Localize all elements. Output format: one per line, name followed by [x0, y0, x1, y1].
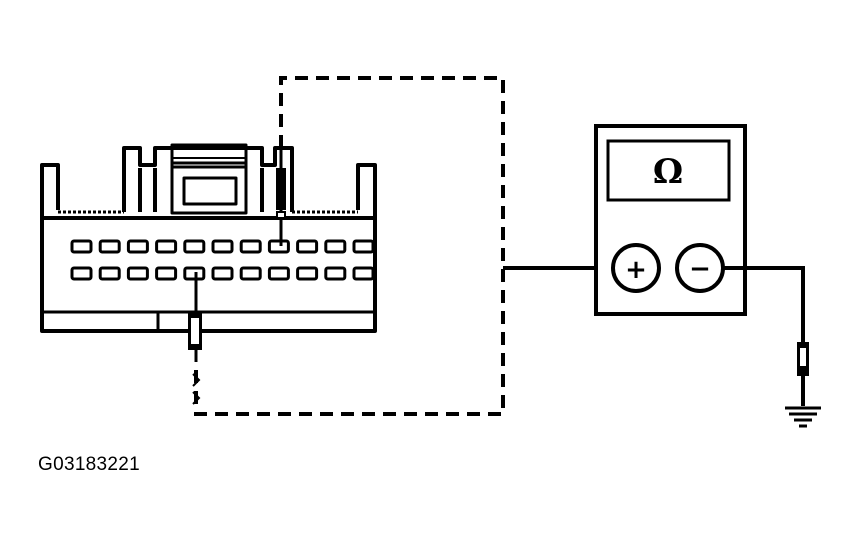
- pin-cavity: [352, 239, 375, 254]
- connector-left-tab: [40, 163, 60, 218]
- pin-cavity: [296, 239, 319, 254]
- pin-cavity: [324, 266, 347, 281]
- pin-cavity: [352, 266, 375, 281]
- pin-cavity: [267, 239, 290, 254]
- pin-cavity: [211, 266, 234, 281]
- ground-icon: [785, 406, 821, 428]
- connector-latch-housing: [122, 146, 294, 212]
- pin-cavity: [70, 266, 93, 281]
- pin-cavity: [126, 239, 149, 254]
- positive-terminal: [611, 243, 661, 293]
- ohmmeter: Ω + −: [594, 124, 747, 316]
- ohm-symbol: Ω: [653, 152, 683, 192]
- pin-cavity: [324, 239, 347, 254]
- pin-cavity: [155, 266, 178, 281]
- figure-id-label: G03183221: [38, 454, 141, 475]
- pin-cavity: [267, 266, 290, 281]
- ohmmeter-display: [606, 139, 731, 202]
- positive-terminal-label: +: [625, 255, 647, 285]
- pin-cavity: [126, 266, 149, 281]
- pin-cavity: [239, 266, 262, 281]
- test-lead-dashed-lower: [194, 268, 505, 416]
- connector-body: [40, 216, 377, 333]
- pin-cavity: [183, 266, 206, 281]
- pin-cavity: [296, 266, 319, 281]
- negative-lead-probe: [797, 342, 809, 376]
- connector-latch: [170, 143, 248, 169]
- back-probe-lower: [188, 272, 202, 362]
- pin-cavity: [98, 239, 121, 254]
- lead-break-marks: [192, 373, 201, 405]
- pin-cavity: [70, 239, 93, 254]
- back-probe-upper: [276, 148, 286, 246]
- negative-terminal-label: −: [689, 254, 711, 284]
- connector: [40, 143, 377, 333]
- test-lead-negative: [723, 266, 805, 406]
- connector-pin-cavities: [70, 239, 375, 281]
- pin-cavity: [98, 266, 121, 281]
- pin-cavity: [155, 239, 178, 254]
- pin-cavity: [183, 239, 206, 254]
- test-lead-dashed-upper: [279, 76, 505, 268]
- pin-cavity: [239, 239, 262, 254]
- connector-right-tab: [356, 163, 377, 218]
- pin-cavity: [211, 239, 234, 254]
